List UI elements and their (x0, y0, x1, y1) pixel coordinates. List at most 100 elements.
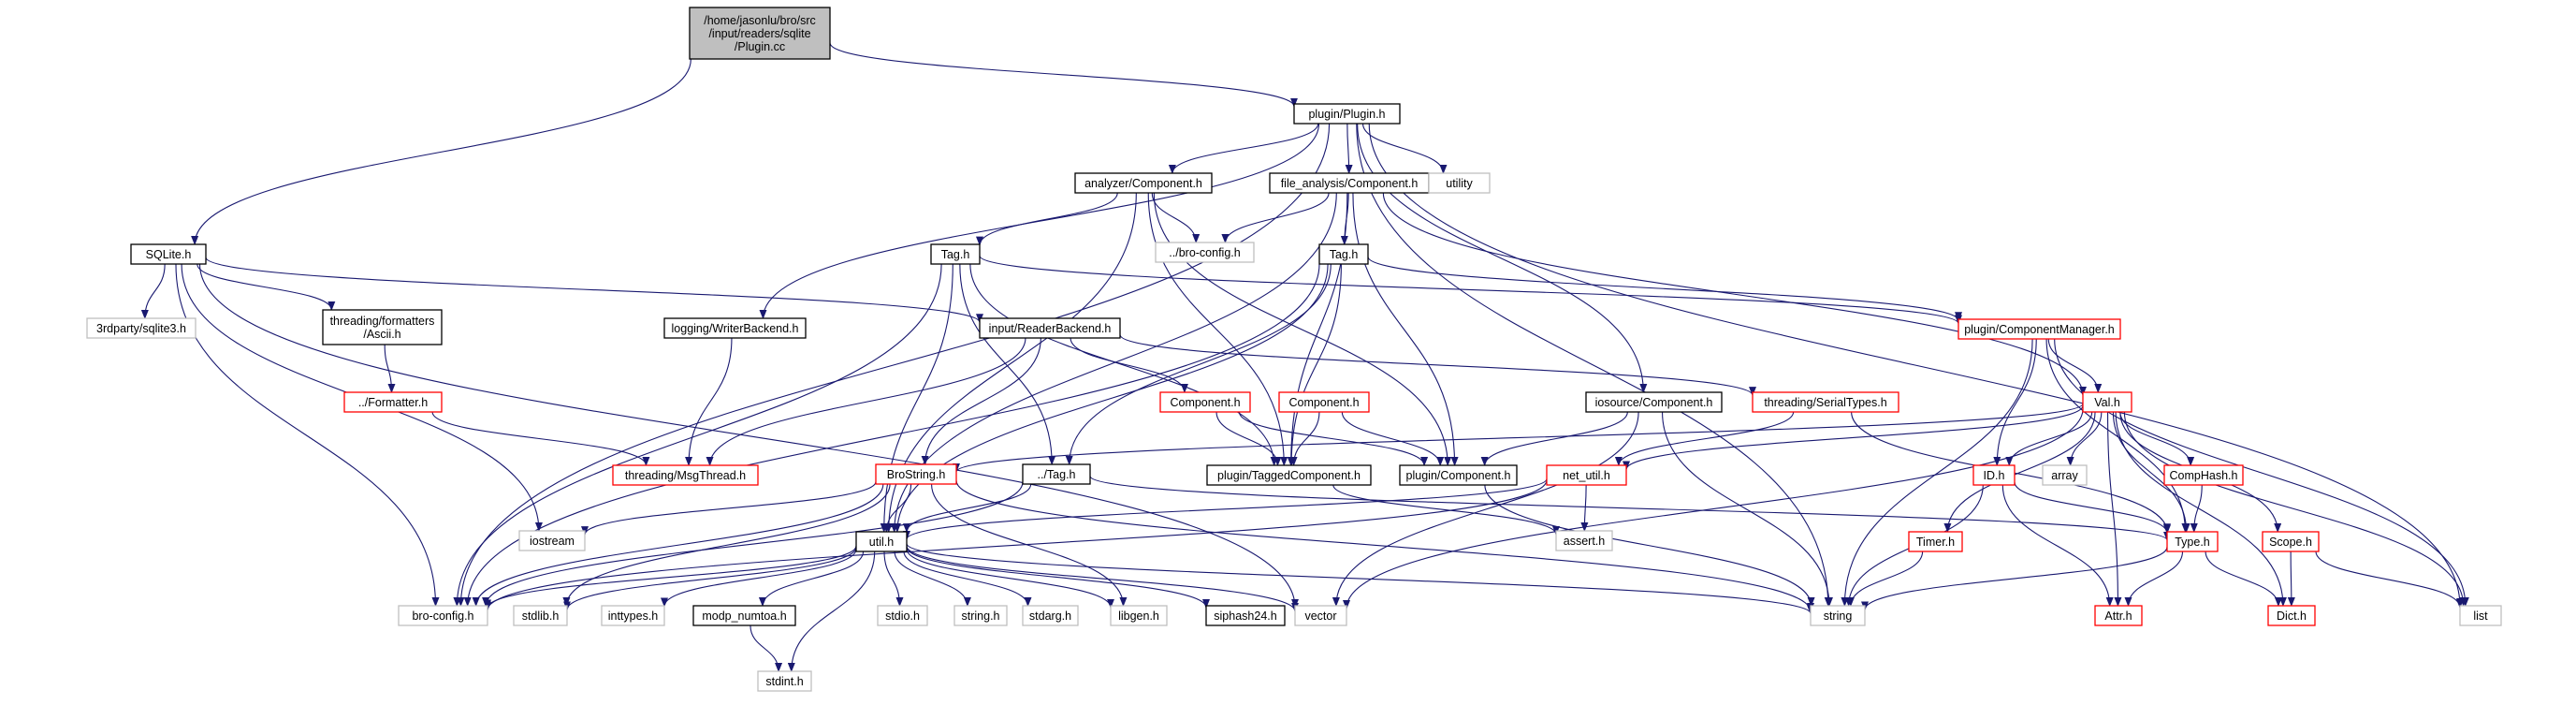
node-array[interactable]: array (2042, 464, 2088, 486)
node-inttypes[interactable]: inttypes.h (601, 605, 665, 626)
node-modp[interactable]: modp_numtoa.h (692, 605, 796, 626)
node-libgen-box (1110, 605, 1168, 626)
edge-comp_red1-to-plugin_comp (1238, 411, 1429, 466)
node-formatter[interactable]: ../Formatter.h (343, 391, 443, 413)
node-dict-box (2267, 605, 2316, 626)
edge-plugin-to-broconfig (457, 123, 1331, 607)
node-comp_red1-label: Component.h (1170, 396, 1240, 409)
edge-util-to-string (906, 543, 1814, 615)
node-tagged[interactable]: plugin/TaggedComponent.h (1206, 464, 1372, 486)
edge-comp_red1-to-tagged (1215, 411, 1282, 466)
edge-plugin-to-writerbackend (759, 123, 1320, 319)
node-timer-box (1908, 531, 1963, 552)
node-root-box (689, 7, 831, 60)
node-sqlite[interactable]: SQLite.h (130, 243, 207, 265)
node-msgthread-label: threading/MsgThread.h (625, 469, 746, 482)
node-tag_a[interactable]: Tag.h (930, 243, 981, 265)
edge-plugin-to-string (1356, 123, 1832, 607)
edge-reltag-to-util (903, 483, 1032, 534)
node-sqlite3[interactable]: 3rdparty/sqlite3.h (86, 317, 196, 339)
node-attr[interactable]: Attr.h (2094, 605, 2143, 626)
node-brostring[interactable]: BroString.h (875, 463, 957, 485)
node-reltag-box (1022, 463, 1091, 485)
edge-plugin-to-utility (1361, 123, 1448, 174)
node-msgthread-box (612, 464, 759, 486)
node-siphash[interactable]: siphash24.h (1205, 605, 1286, 626)
node-comp_red2-label: Component.h (1288, 396, 1359, 409)
node-string_h[interactable]: string.h (953, 605, 1008, 626)
node-iosource-box (1585, 391, 1723, 413)
node-idh[interactable]: ID.h (1972, 464, 2016, 486)
edge-iosource-to-plugin_comp (1480, 411, 1628, 466)
node-stdio[interactable]: stdio.h (877, 605, 928, 626)
node-root[interactable]: /home/jasonlu/bro/src/input/readers/sqli… (689, 7, 831, 60)
node-siphash-box (1205, 605, 1286, 626)
edge-tag_a-to-broconfig (453, 263, 942, 607)
edge-brostring-to-broconfig (472, 483, 884, 607)
node-list-label: list (2473, 610, 2488, 623)
node-plugin_comp[interactable]: plugin/Component.h (1399, 464, 1518, 486)
node-assert[interactable]: assert.h (1555, 530, 1613, 551)
node-type[interactable]: Type.h (2166, 531, 2219, 552)
node-broconfig[interactable]: bro-config.h (398, 605, 488, 626)
node-root-label: /home/jasonlu/bro/src (704, 14, 816, 27)
node-iostream[interactable]: iostream (518, 530, 586, 551)
node-writerbackend[interactable]: logging/WriterBackend.h (663, 317, 807, 339)
edge-sqlite-to-sqlite3 (140, 263, 166, 319)
edge-readerbackend-to-comp_red1 (1070, 337, 1188, 393)
edge-val-to-brostring (953, 403, 2084, 473)
edge-tag_a-to-util (880, 263, 953, 533)
node-plugin[interactable]: plugin/Plugin.h (1293, 103, 1401, 125)
node-stdint[interactable]: stdint.h (757, 670, 812, 692)
edge-sqlite-to-vector (198, 263, 1299, 609)
edge-util-to-stdint (787, 551, 876, 672)
node-scope-label: Scope.h (2269, 536, 2312, 549)
edge-compmgr-to-type (2045, 338, 2190, 533)
node-compmgr[interactable]: plugin/ComponentManager.h (1957, 318, 2121, 340)
node-comp_red1[interactable]: Component.h (1159, 391, 1251, 413)
edge-type-to-dict (2205, 551, 2282, 607)
node-libgen[interactable]: libgen.h (1110, 605, 1168, 626)
node-ascii[interactable]: threading/formatters/Ascii.h (322, 309, 443, 345)
node-formatter-box (343, 391, 443, 413)
edge-val-to-dict (2115, 411, 2287, 607)
node-val[interactable]: Val.h (2082, 391, 2132, 413)
node-serialtypes[interactable]: threading/SerialTypes.h (1752, 391, 1899, 413)
node-utility[interactable]: utility (1428, 172, 1491, 194)
node-timer[interactable]: Timer.h (1908, 531, 1963, 552)
node-modp-box (692, 605, 796, 626)
node-readerbackend[interactable]: input/ReaderBackend.h (979, 317, 1121, 339)
node-array-label: array (2051, 469, 2078, 482)
node-readerbackend-label: input/ReaderBackend.h (989, 322, 1112, 335)
node-netutil[interactable]: net_util.h (1546, 464, 1627, 486)
node-string[interactable]: string (1810, 605, 1866, 626)
node-stdarg[interactable]: stdarg.h (1022, 605, 1079, 626)
node-analyzer_comp[interactable]: analyzer/Component.h (1074, 172, 1213, 194)
node-iosource[interactable]: iosource/Component.h (1585, 391, 1723, 413)
node-comp_red2[interactable]: Component.h (1278, 391, 1370, 413)
node-brostring-label: BroString.h (887, 468, 946, 481)
node-util[interactable]: util.h (855, 531, 908, 552)
edge-reltag-to-broconfig (482, 481, 1024, 607)
node-msgthread[interactable]: threading/MsgThread.h (612, 464, 759, 486)
node-reltag[interactable]: ../Tag.h (1022, 463, 1091, 485)
edge-tagged-to-assert (1332, 484, 1560, 536)
node-tag_b[interactable]: Tag.h (1318, 243, 1369, 265)
node-broconfig_rel[interactable]: ../bro-config.h (1155, 242, 1255, 263)
node-stdlib[interactable]: stdlib.h (513, 605, 568, 626)
node-vector[interactable]: vector (1294, 605, 1347, 626)
edge-timer-to-string (1846, 551, 1924, 607)
node-sqlite-box (130, 243, 207, 265)
node-iostream-label: iostream (530, 535, 575, 548)
edge-compmgr-to-val (2047, 338, 2103, 393)
edge-compmgr-to-list (2054, 338, 2469, 607)
node-val-box (2082, 391, 2132, 413)
node-fa_comp[interactable]: file_analysis/Component.h (1269, 172, 1430, 194)
node-scope[interactable]: Scope.h (2262, 531, 2320, 552)
edge-tag_a-to-compmgr (979, 255, 1962, 325)
node-plugin-label: plugin/Plugin.h (1308, 108, 1385, 121)
node-dict[interactable]: Dict.h (2267, 605, 2316, 626)
node-brostring-box (875, 463, 957, 485)
node-comphash[interactable]: CompHash.h (2163, 464, 2244, 486)
node-list[interactable]: list (2459, 605, 2502, 626)
